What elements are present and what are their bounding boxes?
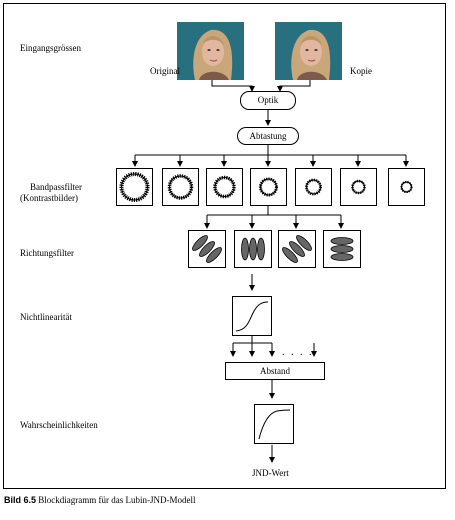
bandpass-filter-2 xyxy=(162,168,199,206)
nonlinearity-curve-box xyxy=(232,296,272,336)
orientation-filter-diagonal-left xyxy=(188,230,226,268)
label-nonlinearity: Nichtlinearität xyxy=(20,312,72,322)
label-probabilities: Wahrscheinlichkeiten xyxy=(20,420,98,430)
figure-number: Bild 6.5 xyxy=(4,495,37,505)
distance-node: Abstand xyxy=(225,362,325,380)
optics-node: Optik xyxy=(240,91,296,110)
bandpass-filter-1 xyxy=(116,168,153,206)
bandpass-filter-6 xyxy=(340,168,377,206)
label-original: Original xyxy=(150,66,180,76)
more-channels-ellipsis: . . . . xyxy=(282,347,314,358)
bandpass-filter-7 xyxy=(388,168,425,206)
label-copy: Kopie xyxy=(350,66,372,76)
orientation-filter-horizontal xyxy=(323,230,361,268)
figure-frame xyxy=(3,3,446,489)
orientation-filter-vertical xyxy=(234,230,272,268)
sampling-node: Abtastung xyxy=(237,127,299,145)
probability-curve-box xyxy=(254,404,294,444)
bandpass-filter-5 xyxy=(295,168,332,206)
label-bandpass: Bandpassfilter xyxy=(30,182,82,192)
orientation-filter-diagonal-right xyxy=(278,230,316,268)
label-bandpass-sub: (Kontrastbilder) xyxy=(20,193,78,203)
bandpass-filter-4 xyxy=(250,168,287,206)
jnd-value-output: JND-Wert xyxy=(252,468,289,478)
copy-photo xyxy=(275,22,342,80)
original-photo xyxy=(177,22,244,80)
figure-title: Blockdiagramm für das Lubin-JND-Modell xyxy=(38,495,196,505)
bandpass-filter-3 xyxy=(206,168,243,206)
label-orientation: Richtungsfilter xyxy=(20,248,74,258)
label-inputs: Eingangsgrössen xyxy=(20,43,81,53)
figure-caption: Bild 6.5 Blockdiagramm für das Lubin-JND… xyxy=(4,495,195,505)
